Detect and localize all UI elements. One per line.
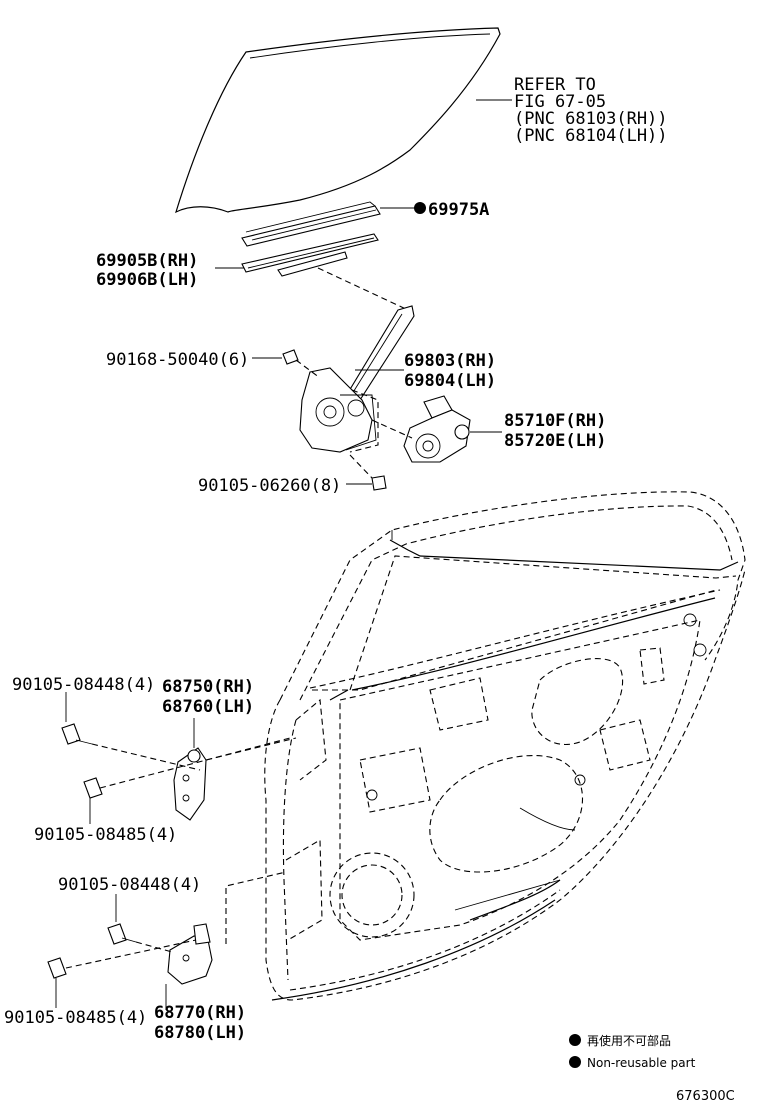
- run-channel: [241, 233, 379, 277]
- lower-hinge: [167, 923, 213, 985]
- legend-japanese: 再使用不可部品: [587, 1033, 671, 1048]
- label-68770: 68770(RH): [154, 1003, 246, 1023]
- regulator-motor: [371, 395, 471, 463]
- bolt-lower-08485: [47, 939, 197, 979]
- screw-90168: [282, 349, 321, 379]
- window-regulator: [299, 305, 415, 453]
- label-68750: 68750(RH): [162, 677, 254, 697]
- non-reusable-mark: [414, 202, 426, 214]
- refer-line-2: FIG 67-05: [514, 92, 606, 112]
- legend-dot-jp: [569, 1034, 581, 1046]
- bolt-lower-08448: [107, 923, 173, 953]
- label-68780: 68780(LH): [154, 1023, 246, 1043]
- refer-line-1: REFER TO: [514, 75, 596, 95]
- bolt-upper-08485: [83, 737, 291, 799]
- legend-english: Non-reusable part: [587, 1056, 696, 1070]
- legend-dot-en: [569, 1056, 581, 1068]
- label-90105-08485-lower: 90105-08485(4): [4, 1008, 147, 1028]
- label-85720e: 85720E(LH): [504, 431, 606, 451]
- label-90168: 90168-50040(6): [106, 350, 249, 370]
- label-90105-06260: 90105-06260(8): [198, 476, 341, 496]
- figure-code: 676300C: [676, 1089, 735, 1104]
- door-body: [264, 491, 746, 1001]
- label-69975a: 69975A: [428, 200, 489, 220]
- bolt-upper-08448: [61, 723, 201, 771]
- label-90105-08485-upper: 90105-08485(4): [34, 825, 177, 845]
- dash-channel-regulator: [317, 267, 409, 311]
- label-85710f: 85710F(RH): [504, 411, 606, 431]
- label-90105-08448-upper: 90105-08448(4): [12, 675, 155, 695]
- channel-69975a: [241, 201, 381, 247]
- bolt-06260: [349, 454, 387, 491]
- label-69803: 69803(RH): [404, 351, 496, 371]
- refer-line-4: (PNC 68104(LH)): [514, 126, 668, 146]
- refer-line-3: (PNC 68103(RH)): [514, 109, 668, 129]
- dash-lower-hinge-door: [225, 871, 287, 944]
- door-glass: [175, 27, 501, 214]
- upper-hinge: [173, 747, 207, 821]
- label-68760: 68760(LH): [162, 697, 254, 717]
- label-69906b: 69906B(LH): [96, 270, 198, 290]
- label-90105-08448-lower: 90105-08448(4): [58, 875, 201, 895]
- dash-upper-hinge-door: [205, 737, 297, 761]
- legend: 再使用不可部品 Non-reusable part: [569, 1033, 696, 1070]
- label-69905b: 69905B(RH): [96, 251, 198, 271]
- label-69804: 69804(LH): [404, 371, 496, 391]
